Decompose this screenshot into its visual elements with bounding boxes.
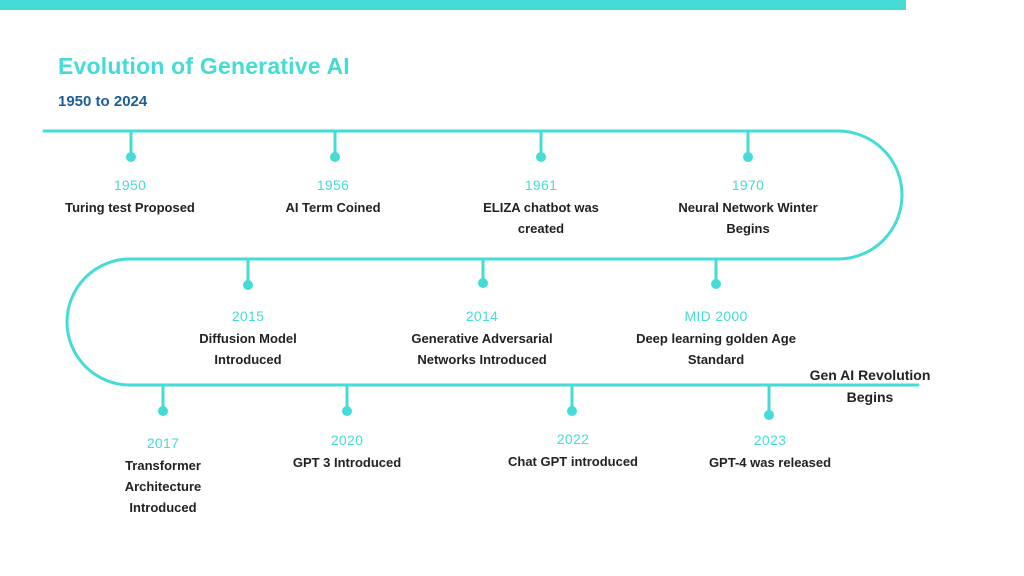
diagram-title: Evolution of Generative AI xyxy=(58,53,350,79)
diagram-subtitle: 1950 to 2024 xyxy=(58,93,148,110)
event-label: GPT 3 Introduced xyxy=(292,455,402,470)
event-year: 1970 xyxy=(731,177,765,193)
timeline-dot xyxy=(158,406,168,416)
timeline-dot xyxy=(126,152,136,162)
timeline-dot xyxy=(478,278,488,288)
timeline-dot xyxy=(764,410,774,420)
timeline-event-mid-2000: MID 2000 Deep learning golden Age Standa… xyxy=(631,308,801,370)
event-year: 1956 xyxy=(316,177,350,193)
event-label: Deep learning golden Age Standard xyxy=(636,331,796,367)
timeline-dot xyxy=(342,406,352,416)
event-label: Transformer Architecture Introduced xyxy=(124,458,202,515)
timeline-dot xyxy=(567,406,577,416)
timeline-event-2014: 2014 Generative Adversarial Networks Int… xyxy=(392,308,572,370)
timeline-event-2020: 2020 GPT 3 Introduced xyxy=(262,432,432,473)
timeline-event-1961: 1961 ELIZA chatbot was created xyxy=(471,177,611,239)
timeline-event-1956: 1956 AI Term Coined xyxy=(248,177,418,218)
timeline-dot xyxy=(711,279,721,289)
timeline-event-2023: 2023 GPT-4 was released xyxy=(685,432,855,473)
event-year: MID 2000 xyxy=(684,308,748,324)
top-accent-bar xyxy=(0,0,906,10)
event-label: AI Term Coined xyxy=(285,200,381,215)
timeline-track xyxy=(42,129,920,387)
timeline-dot xyxy=(243,280,253,290)
event-year: 2014 xyxy=(465,308,499,324)
timeline-dot xyxy=(330,152,340,162)
timeline-event-1950: 1950 Turing test Proposed xyxy=(45,177,215,218)
connectors xyxy=(129,129,771,417)
event-year: 1950 xyxy=(113,177,147,193)
event-label: Neural Network Winter Begins xyxy=(678,200,818,236)
timeline-dot xyxy=(536,152,546,162)
timeline-end-label: Gen AI Revolution Begins xyxy=(809,367,931,405)
event-label: Diffusion Model Introduced xyxy=(199,331,297,367)
timeline-event-1970: 1970 Neural Network Winter Begins xyxy=(661,177,836,239)
event-label: ELIZA chatbot was created xyxy=(483,200,599,236)
event-label: Turing test Proposed xyxy=(65,200,195,215)
event-markers xyxy=(126,152,774,420)
event-year: 2023 xyxy=(753,432,787,448)
timeline-event-2022: 2022 Chat GPT introduced xyxy=(488,431,658,472)
event-year: 2022 xyxy=(556,431,590,447)
event-label: Chat GPT introduced xyxy=(508,454,638,469)
timeline-event-2017: 2017 Transformer Architecture Introduced xyxy=(103,435,223,518)
event-year: 2017 xyxy=(146,435,180,451)
event-year: 2015 xyxy=(231,308,265,324)
timeline-dot xyxy=(743,152,753,162)
event-year: 1961 xyxy=(524,177,558,193)
event-label: GPT-4 was released xyxy=(708,455,832,470)
event-label: Generative Adversarial Networks Introduc… xyxy=(411,331,553,367)
event-year: 2020 xyxy=(330,432,364,448)
timeline-event-2015: 2015 Diffusion Model Introduced xyxy=(183,308,313,370)
